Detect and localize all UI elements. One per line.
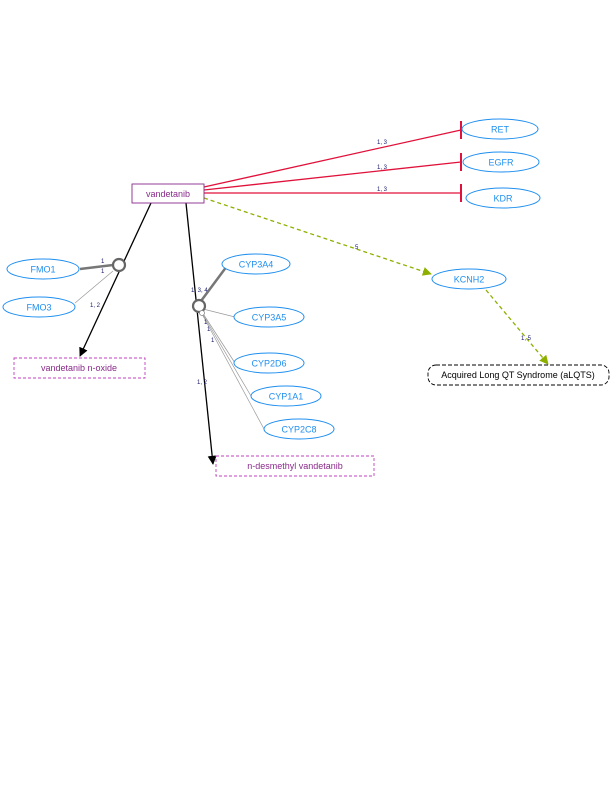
gene-node-FMO3[interactable]: FMO3	[2, 296, 76, 318]
edge-vandetanib-KCNH2	[203, 197, 432, 276]
edge-vandetanib-n-oxide	[79, 202, 152, 357]
gene-node-EGFR[interactable]: EGFR	[462, 151, 540, 173]
edge-label-phenotype: 1, 5	[521, 336, 532, 342]
edge-label-RET: 1, 3	[377, 140, 388, 146]
edge-label-n-desmethyl: 1, 2	[197, 380, 208, 386]
fmo-catalysis-node	[111, 257, 127, 273]
edge-FMO1-catalysis	[79, 263, 114, 271]
gene-label-FMO1: FMO1	[30, 265, 55, 275]
edge-KCNH2-phenotype	[485, 289, 549, 365]
gene-label-KDR: KDR	[493, 194, 513, 204]
gene-node-FMO1[interactable]: FMO1	[6, 258, 80, 280]
edge-CYP1A1-catalysis	[201, 312, 252, 397]
edge-FMO3-catalysis	[74, 270, 114, 304]
inhibition-edges: 1, 3 1, 3 1, 3	[203, 121, 462, 202]
gene-node-CYP2C8[interactable]: CYP2C8	[263, 418, 335, 440]
metabolite-label-n-desmethyl: n-desmethyl vandetanib	[247, 461, 343, 471]
edge-label-FMO3: 1	[101, 269, 105, 275]
edge-label-EGFR: 1, 3	[377, 165, 388, 171]
gene-label-KCNH2: KCNH2	[454, 275, 485, 285]
edge-label-KDR: 1, 3	[377, 187, 388, 193]
edge-CYP3A5-catalysis	[202, 308, 236, 318]
drug-label: vandetanib	[146, 189, 190, 199]
gene-node-RET[interactable]: RET	[461, 118, 539, 140]
metabolite-label-n-oxide: vandetanib n-oxide	[41, 363, 117, 373]
gene-label-CYP3A4: CYP3A4	[239, 260, 274, 270]
gene-label-CYP2C8: CYP2C8	[281, 425, 316, 435]
edge-label-n-oxide: 1, 2	[90, 303, 101, 309]
gene-node-CYP3A4[interactable]: CYP3A4	[221, 253, 291, 275]
phenotype-label: Acquired Long QT Syndrome (aLQTS)	[441, 370, 594, 380]
gene-node-CYP3A5[interactable]: CYP3A5	[233, 306, 305, 328]
edge-vandetanib-n-desmethyl	[185, 202, 217, 465]
drug-node-vandetanib[interactable]: vandetanib	[131, 183, 205, 204]
cyp-branch: 1, 3, 4 1 1 1 1, 2	[185, 202, 265, 465]
metabolite-node-n-desmethyl[interactable]: n-desmethyl vandetanib	[215, 455, 375, 477]
gene-label-FMO3: FMO3	[26, 303, 51, 313]
edge-label-KCNH2: 5	[355, 245, 359, 251]
gene-node-CYP2D6[interactable]: CYP2D6	[233, 352, 305, 374]
cyp-catalysis-node	[191, 298, 207, 314]
edge-CYP2C8-catalysis	[201, 313, 265, 430]
phenotype-node-aLQTS[interactable]: Acquired Long QT Syndrome (aLQTS)	[427, 364, 610, 386]
edge-vandetanib-EGFR	[203, 161, 462, 191]
gene-node-CYP1A1[interactable]: CYP1A1	[250, 385, 322, 407]
edge-CYP3A4-catalysis	[199, 265, 229, 302]
gene-label-EGFR: EGFR	[488, 158, 514, 168]
association-edges: 5 1, 5	[203, 197, 549, 365]
fmo-branch: 1 1 1, 2	[74, 202, 152, 357]
edge-label-CYP2D6: 1	[207, 327, 211, 333]
gene-node-KCNH2[interactable]: KCNH2	[431, 268, 507, 290]
edge-vandetanib-RET	[203, 129, 462, 188]
gene-label-CYP3A5: CYP3A5	[252, 313, 287, 323]
gene-node-KDR[interactable]: KDR	[465, 187, 541, 209]
gene-label-CYP2D6: CYP2D6	[251, 359, 286, 369]
gene-label-RET: RET	[491, 125, 510, 135]
edge-CYP2D6-catalysis	[201, 311, 236, 364]
edge-label-CYP1A1: 1	[211, 338, 215, 344]
gene-label-CYP1A1: CYP1A1	[269, 392, 304, 402]
edge-label-CYP3A5: 1	[204, 320, 208, 326]
cyp-catalysis-node-small	[199, 310, 205, 316]
metabolite-node-n-oxide[interactable]: vandetanib n-oxide	[13, 357, 146, 379]
edge-label-CYP3A4: 1, 3, 4	[191, 288, 208, 294]
edge-label-FMO1: 1	[101, 259, 105, 265]
